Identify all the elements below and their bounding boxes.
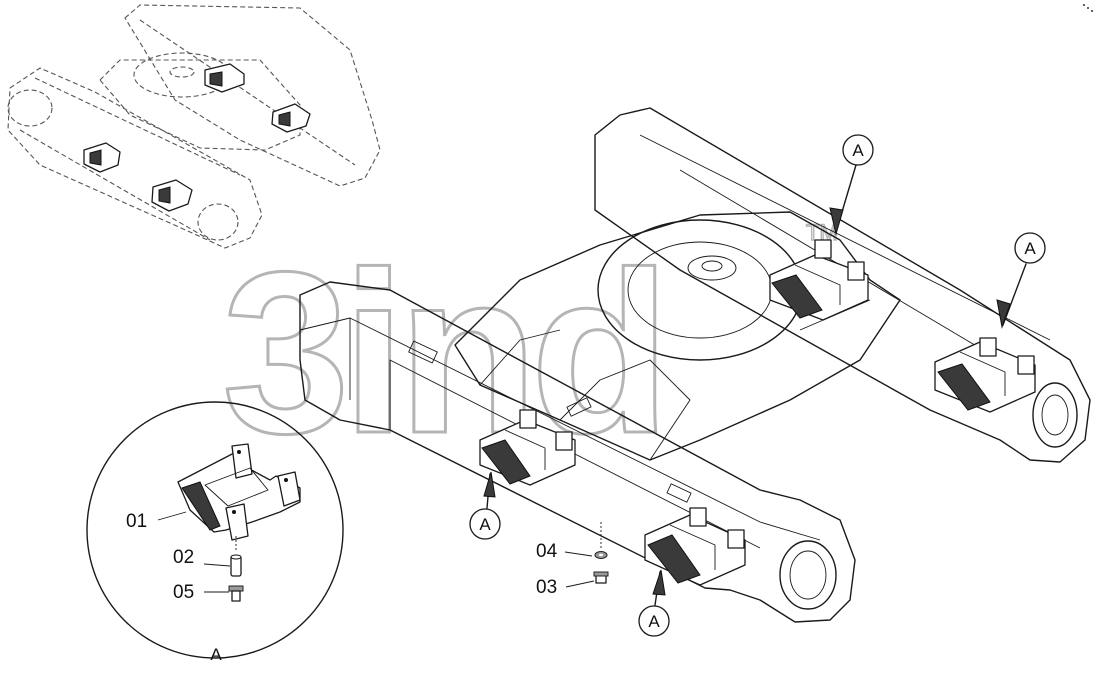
detail-view-label: A <box>210 645 222 664</box>
callout-a-2: A <box>996 232 1046 329</box>
track-guide-detail <box>177 443 301 541</box>
overview-undercarriage <box>7 4 381 249</box>
track-guide-front-left <box>479 409 576 486</box>
callout-a-4: A <box>638 569 670 637</box>
part-number-03: 03 <box>536 577 557 598</box>
watermark: 3ind TM <box>221 219 839 482</box>
track-guide-front-right <box>644 507 746 586</box>
overview-track-guide-3 <box>83 142 121 173</box>
part-number-02: 02 <box>173 547 194 568</box>
part-number-05: 05 <box>173 582 194 603</box>
part-number-04: 04 <box>536 541 558 562</box>
detail-view-a: 01 02 05 A <box>86 401 344 664</box>
hardware-group: 04 03 <box>536 522 609 598</box>
callout-a-3-label: A <box>479 515 491 534</box>
callout-a-1: A <box>829 134 874 236</box>
callout-a-1-label: A <box>852 141 864 160</box>
overview-track-guide-1 <box>204 63 245 93</box>
track-guide-rear-left <box>769 239 869 321</box>
track-guide-rear-right <box>934 337 1036 413</box>
pin-02 <box>230 536 242 577</box>
watermark-text: 3ind <box>222 224 663 481</box>
callout-a-4-label: A <box>648 612 660 631</box>
corner-marks <box>1083 4 1093 12</box>
overview-track-guide-2 <box>271 103 311 133</box>
part-number-01: 01 <box>126 511 147 532</box>
overview-track-guide-4 <box>151 179 193 212</box>
callout-a-2-label: A <box>1024 239 1036 258</box>
bolt-05 <box>228 585 244 602</box>
callout-a-3: A <box>469 471 501 540</box>
